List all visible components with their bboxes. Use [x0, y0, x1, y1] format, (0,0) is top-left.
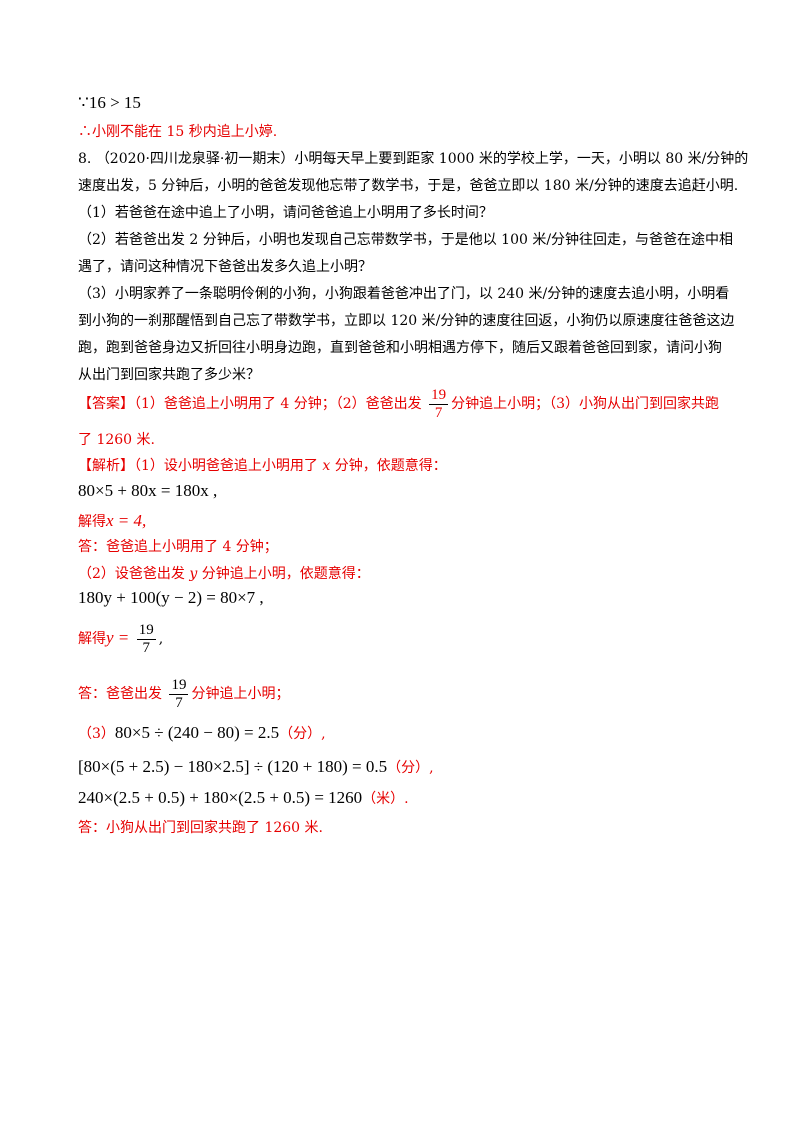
question-2-line-1: （2）若爸爸出发 2 分钟后，小明也发现自己忘带数学书，于是他以 100 米/分…	[78, 232, 734, 248]
question-2-line-2: 遇了，请问这种情况下爸爸出发多久追上小明？	[78, 259, 372, 275]
fraction-denominator: 7	[434, 404, 443, 421]
solve-1-value: x = 4,	[106, 511, 147, 530]
question-3-line-4: 从出门到回家共跑了多少米？	[78, 367, 260, 383]
fraction-bar	[169, 693, 189, 695]
answer-tag: 【答案】	[78, 396, 134, 412]
equation-5-unit: （米）.	[362, 791, 409, 807]
equation-3-line: （3）80×5 ÷ (240 − 80) = 2.5（分）,	[78, 723, 728, 744]
problem-number: 8.	[78, 151, 92, 167]
analysis-tag: 【解析】	[78, 458, 134, 474]
solve-2-fraction: 19 7	[136, 621, 156, 657]
fraction-bar	[136, 638, 156, 640]
question-3-line-2: 到小狗的一刹那醒悟到自己忘了带数学书，立即以 120 米/分钟的速度往回返，小狗…	[78, 313, 735, 329]
step-3-label: （3）	[78, 726, 115, 742]
analysis-step-1-heading: 【解析】（1）设小明爸爸追上小明用了 x 分钟，依题意得：	[78, 456, 728, 476]
analysis-step-2-heading: （2）设爸爸出发 y 分钟追上小明，依题意得：	[78, 564, 728, 584]
problem-source: （2020·四川龙泉驿·初一期末）	[95, 151, 295, 167]
solve-2-var: y =	[106, 628, 130, 647]
answer-part-2: 分钟追上小明；（3）小狗从出门到回家共跑	[451, 396, 719, 412]
equation-5-line: 240×(2.5 + 0.5) + 180×(2.5 + 0.5) = 1260…	[78, 788, 728, 809]
step-2-text: （2）设爸爸出发	[78, 566, 185, 582]
step-2-text-post: 分钟追上小明，依题意得：	[201, 566, 370, 582]
fraction-numerator: 19	[431, 386, 447, 403]
step-1-text-post: 分钟，依题意得：	[334, 458, 447, 474]
fraction-numerator: 19	[138, 621, 154, 638]
problem-intro-line-2: 速度出发，5 分钟后，小明的爸爸发现他忘带了数学书，于是，爸爸立即以 180 米…	[78, 178, 739, 194]
question-3-line-1: （3）小明家养了一条聪明伶俐的小狗，小狗跟着爸爸冲出了门，以 240 米/分钟的…	[78, 286, 730, 302]
equation-4: [80×(5 + 2.5) − 180×2.5] ÷ (120 + 180) =…	[78, 757, 388, 776]
step-1-text: （1）设小明爸爸追上小明用了	[134, 458, 318, 474]
equation-4-unit: （分）,	[387, 760, 434, 776]
equation-2: 180y + 100(y − 2) = 80×7 ,	[78, 588, 264, 607]
fraction-denominator: 7	[142, 639, 150, 656]
equation-5: 240×(2.5 + 0.5) + 180×(2.5 + 0.5) = 1260	[78, 788, 363, 807]
therefore-line: ∴小刚不能在 15 秒内追上小婷.	[78, 124, 278, 140]
fraction-bar	[429, 403, 449, 405]
solve-1-label: 解得	[78, 514, 106, 530]
answer-step-3: 答：小狗从出门到回家共跑了 1260 米.	[78, 820, 323, 836]
answer-step-2-pre: 答：爸爸出发	[78, 686, 162, 702]
equation-1: 80×5 + 80x = 180x ,	[78, 481, 218, 500]
variable-y: y	[189, 566, 198, 582]
fraction-denominator: 7	[175, 694, 183, 711]
answer-step-2: 答：爸爸出发 19 7 分钟追上小明；	[78, 674, 728, 714]
answer-part-1: （1）爸爸追上小明用了 4 分钟；（2）爸爸出发	[134, 396, 422, 412]
answer-step-1: 答：爸爸追上小明用了 4 分钟；	[78, 539, 278, 555]
equation-3-unit: （分）,	[279, 726, 326, 742]
because-line: ∵16 > 15	[78, 93, 141, 112]
solve-2-comma: ,	[158, 631, 164, 647]
question-1: （1）若爸爸在途中追上了小明，请问爸爸追上小明用了多长时间？	[78, 205, 493, 221]
answer-fraction: 19 7	[429, 386, 449, 422]
equation-3: 80×5 ÷ (240 − 80) = 2.5	[114, 723, 280, 742]
answer-line-2: 了 1260 米.	[78, 432, 155, 448]
problem-intro-1: 小明每天早上要到距家 1000 米的学校上学，一天，小明以 80 米/分钟的	[294, 151, 749, 167]
problem-intro-line-1: 8. （2020·四川龙泉驿·初一期末）小明每天早上要到距家 1000 米的学校…	[78, 149, 748, 169]
equation-4-line: [80×(5 + 2.5) − 180×2.5] ÷ (120 + 180) =…	[78, 757, 728, 778]
fraction-numerator: 19	[171, 676, 187, 693]
variable-x: x	[322, 458, 331, 474]
question-3-line-3: 跑，跑到爸爸身边又折回往小明身边跑，直到爸爸和小明相遇方停下，随后又跟着爸爸回到…	[78, 340, 722, 356]
answer-line-1: 【答案】（1）爸爸追上小明用了 4 分钟；（2）爸爸出发 19 7 分钟追上小明…	[78, 384, 728, 424]
answer-step-2-fraction: 19 7	[169, 676, 189, 712]
solve-2: 解得y = 19 7 ,	[78, 618, 728, 658]
solve-2-label: 解得	[78, 631, 106, 647]
solve-1: 解得x = 4,	[78, 511, 728, 532]
answer-step-2-post: 分钟追上小明；	[191, 686, 290, 702]
